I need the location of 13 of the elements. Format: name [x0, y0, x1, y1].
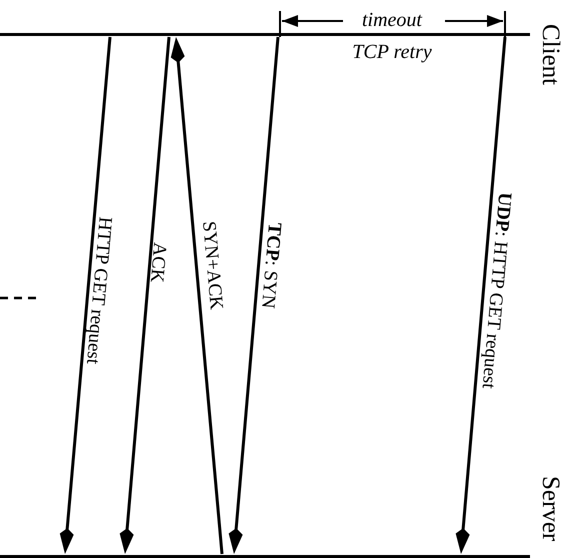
lifeline-label: Server — [538, 476, 563, 542]
edge-label: ACK — [146, 241, 170, 283]
edge-label: TCP: SYN — [258, 221, 284, 309]
lifeline-label: Client — [538, 24, 563, 86]
annotation-label: timeout — [362, 10, 422, 30]
arrow — [60, 36, 112, 554]
arrow — [228, 36, 280, 554]
arrow — [120, 36, 170, 554]
annotation-label: TCP retry — [352, 42, 432, 62]
arrow — [456, 36, 506, 554]
edge-label: SYN+ACK — [198, 220, 226, 310]
edge-label: HTTP GET request — [83, 216, 115, 364]
edge-label: UDP: HTTP GET request — [478, 191, 514, 389]
